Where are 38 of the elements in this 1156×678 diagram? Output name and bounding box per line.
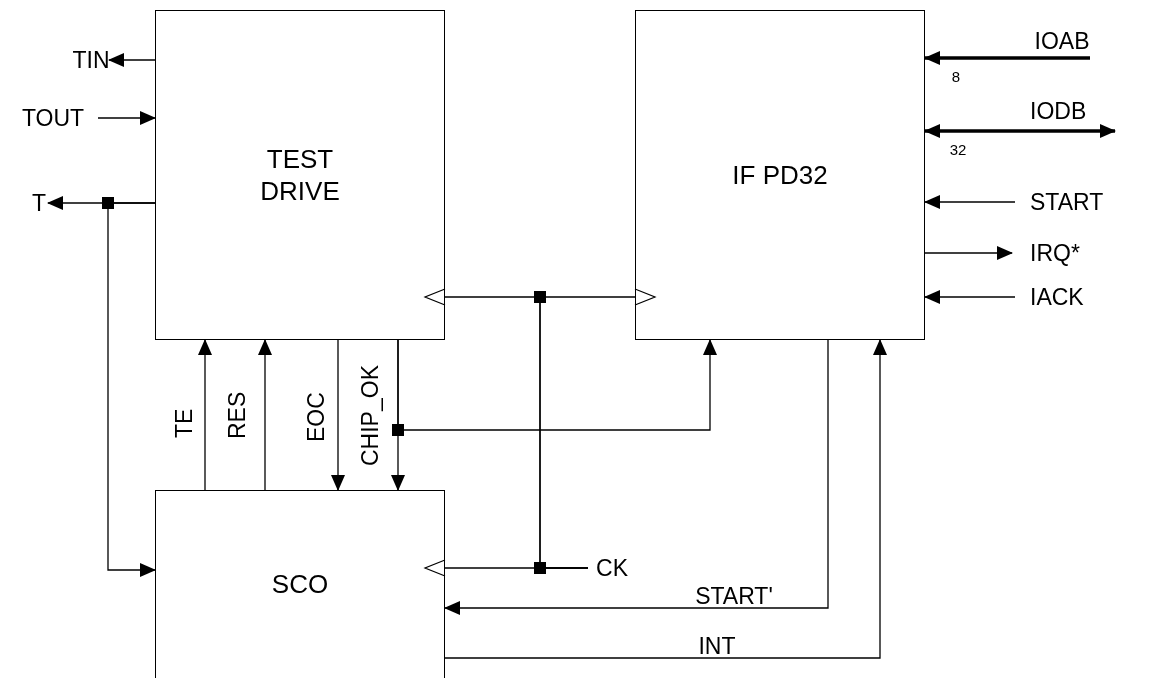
bus-width-label: 32 (948, 139, 968, 159)
arrow (924, 124, 1116, 138)
arrow (108, 53, 156, 67)
arrow (924, 246, 1013, 260)
edge-label: START' (694, 584, 774, 608)
arrow (198, 339, 212, 491)
signal-label: IOAB (1033, 30, 1091, 60)
block-box (155, 10, 445, 340)
block-box (155, 490, 445, 678)
signal-label: IRQ* (1012, 241, 1092, 265)
signal-label: IODB (1030, 100, 1118, 132)
arrow (444, 339, 887, 659)
arrow (924, 51, 1090, 65)
arrow (924, 290, 1016, 304)
signal-label: CK (588, 556, 636, 580)
signal-label: T (30, 191, 48, 215)
edge-label: INT (697, 634, 737, 658)
edge-label: RES (224, 390, 250, 441)
arrow (539, 288, 656, 569)
signal-label: IACK (1014, 285, 1092, 309)
bus-width-label: 8 (950, 66, 962, 86)
signal-label: START (1014, 190, 1145, 214)
arrow (924, 195, 1016, 209)
edge-label: TE (171, 407, 197, 440)
signal-label: TIN (73, 48, 109, 72)
block-title: SCO (270, 568, 330, 601)
edge-label: CHIP_OK (357, 364, 383, 469)
block-box (635, 10, 925, 340)
arrow (397, 339, 717, 431)
arrow (444, 339, 829, 615)
arrow (97, 111, 156, 125)
arrow (258, 339, 272, 491)
signal-label: TOUT (8, 106, 98, 130)
arrow (107, 202, 156, 577)
arrow (331, 339, 345, 491)
edge-label: EOC (303, 391, 329, 444)
block-title: IF PD32 (731, 158, 829, 192)
block-title: TEST DRIVE (259, 142, 341, 208)
